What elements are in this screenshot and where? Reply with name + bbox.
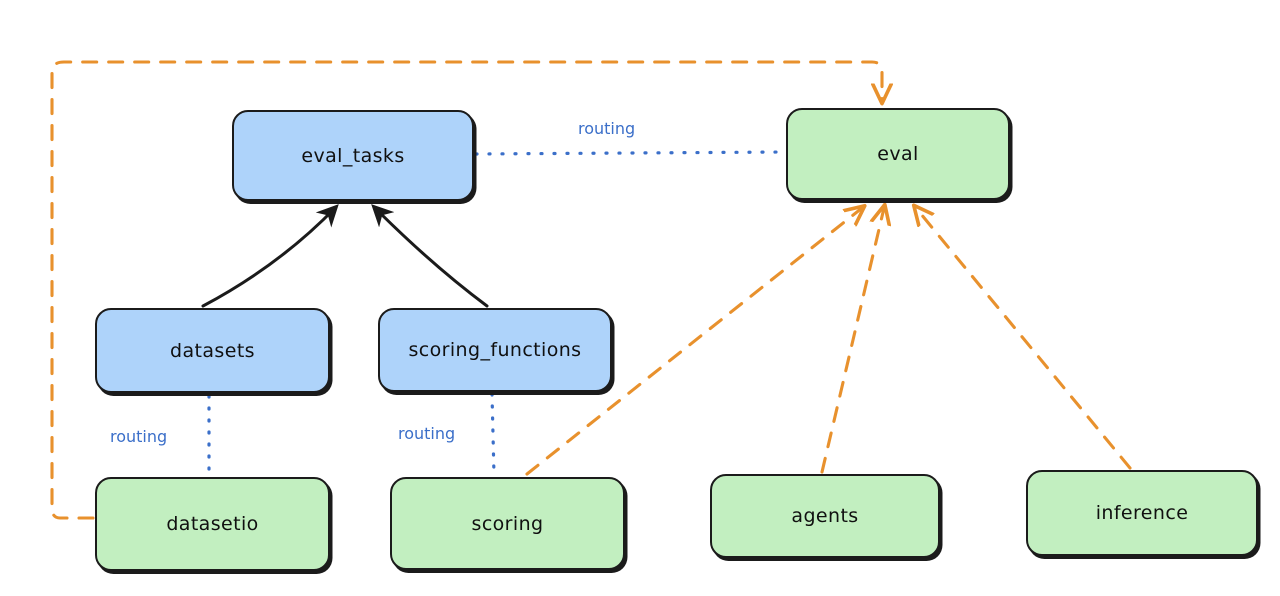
node-datasets[interactable]: datasets: [95, 308, 330, 393]
node-label: agents: [791, 505, 859, 527]
node-scoring[interactable]: scoring: [390, 477, 625, 570]
node-eval[interactable]: eval: [786, 108, 1010, 200]
edge-datasetio-eval: [50, 60, 882, 520]
node-eval-tasks[interactable]: eval_tasks: [232, 110, 474, 201]
node-label: inference: [1095, 502, 1189, 524]
node-agents[interactable]: agents: [710, 474, 940, 558]
edge-scoring_functions-eval_tasks: [371, 204, 489, 308]
node-label: scoring_functions: [408, 339, 582, 361]
node-label: scoring: [471, 512, 544, 535]
edge-agents-eval: [820, 208, 884, 474]
edge-scoring_functions-scoring: [490, 392, 496, 477]
edge-eval_tasks-eval: [474, 150, 786, 156]
edge-inference-eval: [916, 208, 1132, 470]
node-inference[interactable]: inference: [1026, 470, 1258, 556]
node-datasetio[interactable]: datasetio: [95, 477, 330, 571]
edge-label-routing-scoring-functions-scoring: routing: [398, 424, 456, 443]
node-label: eval: [877, 143, 919, 165]
edge-label-routing-datasets-datasetio: routing: [110, 427, 168, 446]
node-label: eval_tasks: [301, 144, 405, 167]
edge-datasets-eval_tasks: [201, 204, 339, 308]
edge-label-routing-eval-tasks-eval: routing: [578, 119, 636, 138]
node-scoring-functions[interactable]: scoring_functions: [378, 308, 612, 392]
node-label: datasets: [170, 339, 255, 362]
edge-scoring-eval: [525, 208, 862, 476]
node-label: datasetio: [166, 513, 259, 535]
